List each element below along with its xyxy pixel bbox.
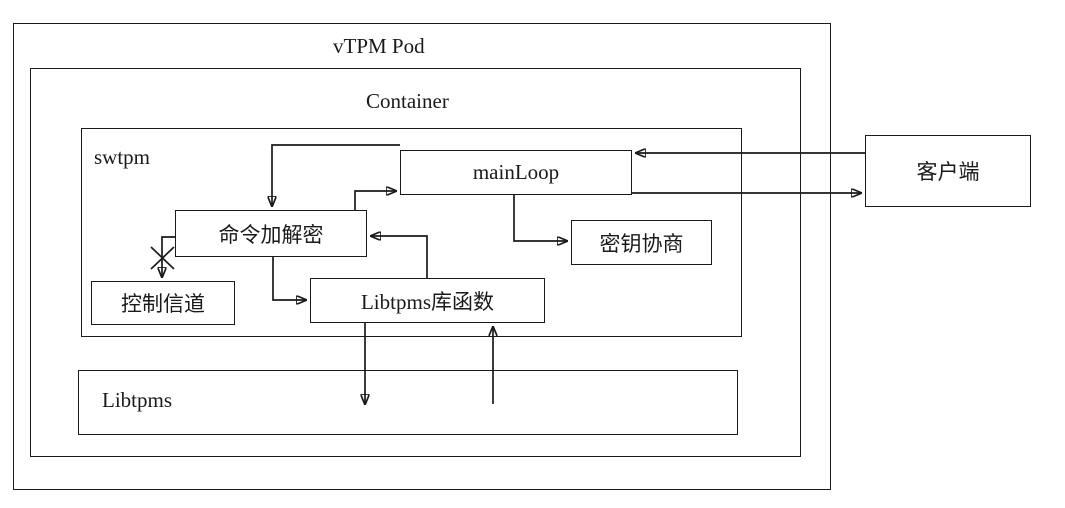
swtpm-label: swtpm <box>94 145 151 169</box>
client-label: 客户端 <box>916 160 980 184</box>
command-crypto-box[interactable] <box>175 210 367 257</box>
container-label: Container <box>366 89 449 113</box>
libtpms-lib-func-box[interactable] <box>310 278 545 323</box>
main-loop-label: mainLoop <box>472 160 560 184</box>
client-box[interactable] <box>865 135 1031 207</box>
swtpm-box <box>81 128 742 337</box>
libtpms-lib-func-label: Libtpms库函数 <box>360 289 494 314</box>
container-box <box>30 68 801 457</box>
vtpm-pod-label: vTPM Pod <box>333 34 425 58</box>
control-channel-box[interactable] <box>91 281 235 325</box>
key-negotiation-label: 密钥协商 <box>599 231 684 256</box>
control-channel-label: 控制信道 <box>121 292 205 316</box>
libtpms-box[interactable] <box>78 370 738 435</box>
libtpms-label: Libtpms <box>102 388 173 412</box>
command-crypto-label: 命令加解密 <box>218 222 324 247</box>
main-loop-box[interactable] <box>400 150 632 195</box>
vtpm-pod-box <box>13 23 831 490</box>
key-negotiation-box[interactable] <box>571 220 712 265</box>
